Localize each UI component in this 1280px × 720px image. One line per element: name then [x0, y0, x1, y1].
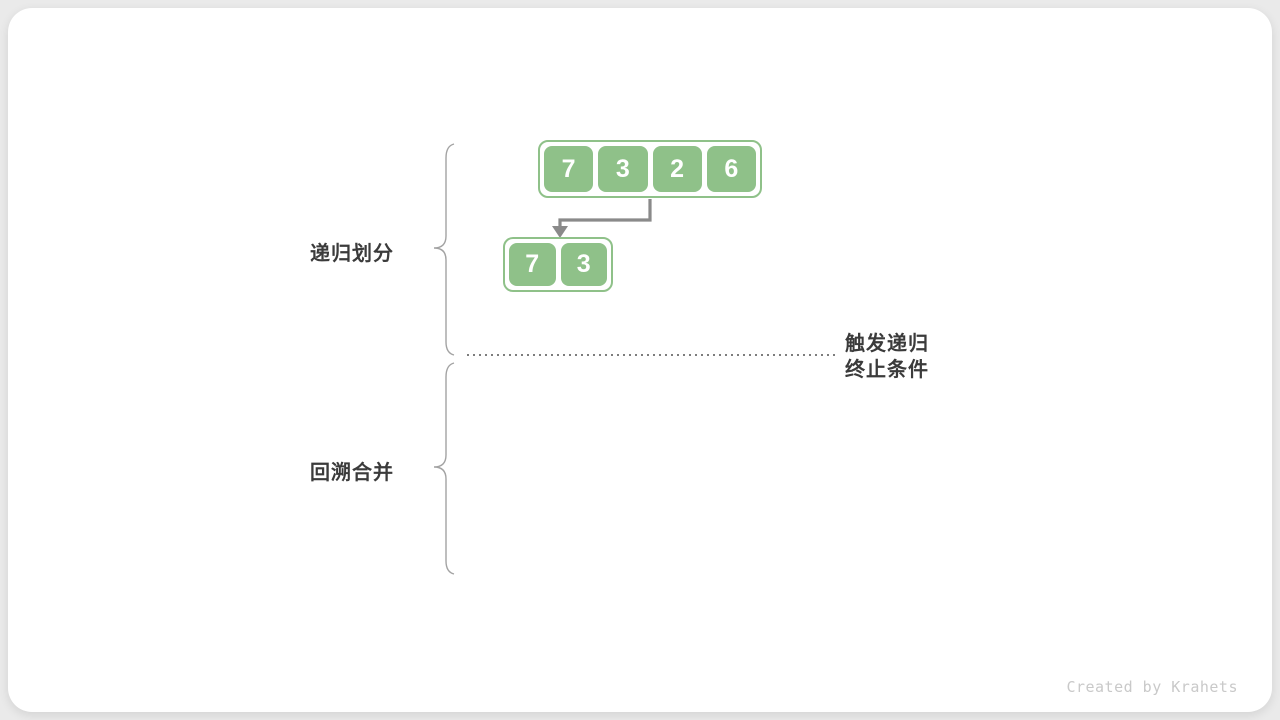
array-cell: 3: [560, 243, 607, 286]
array-cell: 2: [652, 146, 702, 192]
array-cell: 3: [598, 146, 648, 192]
phase-label-merge: 回溯合并: [310, 462, 394, 484]
array-cell: 7: [509, 243, 556, 286]
termination-annotation-line2: 终止条件: [845, 359, 929, 381]
array-cell: 7: [544, 146, 594, 192]
termination-annotation-line1: 触发递归: [845, 333, 929, 355]
phase-label-divide: 递归划分: [310, 243, 394, 265]
array-cell: 6: [706, 146, 756, 192]
credit-text: Created by Krahets: [1066, 678, 1238, 696]
diagram-card: [8, 8, 1272, 712]
termination-annotation: 触发递归 终止条件: [845, 331, 929, 383]
